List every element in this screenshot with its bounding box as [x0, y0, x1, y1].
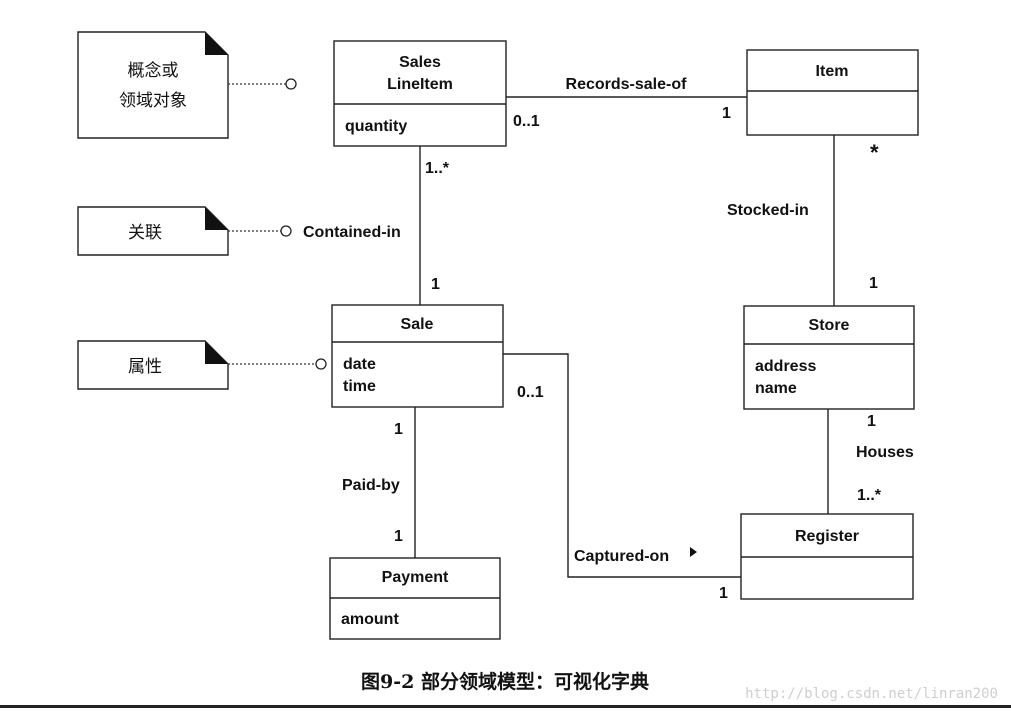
records-sale-of-mult-to: 1	[722, 105, 731, 122]
figure-caption: 图9-2 部分领域模型：可视化字典	[361, 670, 649, 693]
stocked-in-mult-from: *	[870, 140, 879, 165]
records-sale-of-mult-from: 0..1	[513, 113, 540, 130]
class-store-name: Store	[809, 317, 850, 334]
watermark: http://blog.csdn.net/linran200	[745, 686, 998, 702]
class-register-name: Register	[795, 528, 859, 545]
class-register: Register	[740, 513, 914, 600]
note-association-text: 关联	[128, 223, 162, 243]
note-association: 关联	[77, 206, 229, 256]
class-item-name: Item	[816, 63, 849, 80]
note-concept: 概念或 领域对象	[77, 31, 229, 139]
class-sale-name: Sale	[401, 316, 434, 333]
note-association-anchor	[280, 225, 292, 237]
note-concept-line1: 概念或	[128, 60, 179, 81]
attr-time: time	[343, 378, 376, 395]
note-attribute-anchor	[315, 358, 327, 370]
direction-arrow-icon	[690, 547, 697, 557]
class-sales-line-item-name-2: LineItem	[387, 76, 453, 93]
class-sales-line-item: Sales LineItem quantity	[333, 40, 507, 147]
contained-in-mult-to: 1	[431, 276, 440, 293]
attr-date: date	[343, 356, 376, 373]
note-concept-anchor	[285, 78, 297, 90]
captured-on-label: Captured-on	[574, 548, 669, 565]
houses-mult-from: 1	[867, 413, 876, 430]
attr-address: address	[755, 358, 816, 375]
paid-by-label: Paid-by	[342, 477, 400, 494]
page-bottom-rule	[0, 705, 1011, 708]
houses-label: Houses	[856, 444, 914, 461]
note-attribute-text: 属性	[128, 357, 162, 377]
contained-in-mult-from: 1..*	[425, 160, 450, 177]
attr-name: name	[755, 380, 797, 397]
captured-on-mult-to: 1	[719, 585, 728, 602]
class-payment: Payment amount	[329, 557, 501, 640]
paid-by-mult-to: 1	[394, 528, 403, 545]
class-payment-name: Payment	[382, 569, 449, 586]
records-sale-of-label: Records-sale-of	[566, 76, 688, 93]
class-item: Item	[746, 49, 919, 136]
stocked-in-mult-to: 1	[869, 275, 878, 292]
class-sales-line-item-name-1: Sales	[399, 54, 441, 71]
class-sale: Sale date time	[331, 304, 504, 408]
captured-on-mult-from: 0..1	[517, 384, 544, 401]
attr-quantity: quantity	[345, 118, 407, 135]
stocked-in-label: Stocked-in	[727, 202, 809, 219]
houses-mult-to: 1..*	[857, 487, 882, 504]
class-store: Store address name	[743, 305, 915, 410]
contained-in-label: Contained-in	[303, 224, 401, 241]
note-attribute: 属性	[77, 340, 229, 390]
paid-by-mult-from: 1	[394, 421, 403, 438]
attr-amount: amount	[341, 611, 399, 628]
note-concept-line2: 领域对象	[119, 91, 187, 111]
captured-on-line	[503, 353, 741, 578]
